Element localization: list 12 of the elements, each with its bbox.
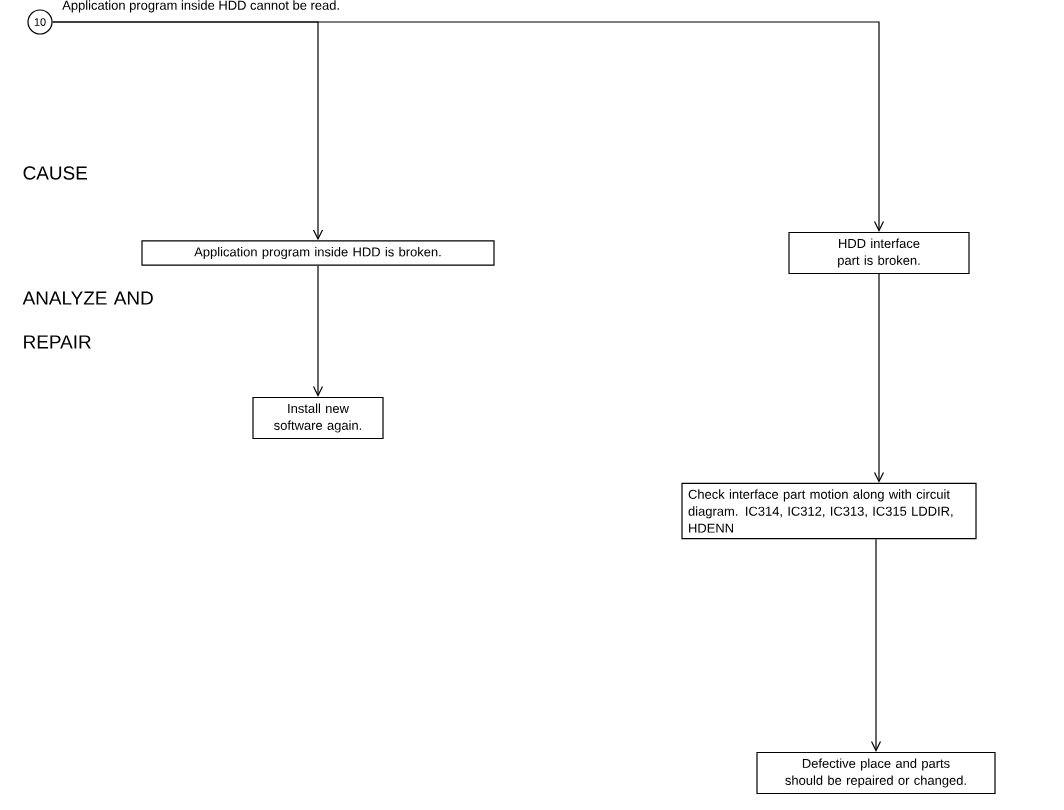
process-box: Install new software again.	[252, 396, 384, 440]
arrow	[52, 21, 885, 232]
process-box: Check interface part motion along with circuit diagram. IC314, IC312, IC313, IC315 LDDIR, HDENN	[681, 482, 977, 540]
process-box: Defective place and parts should be repaired or changed.	[756, 751, 996, 795]
arrow	[873, 273, 885, 483]
process-box: Application program inside HDD is broken.	[141, 240, 495, 266]
process-box: HDD interface part is broken.	[788, 231, 970, 275]
arrow	[870, 538, 882, 752]
heading-text: Application program inside HDD cannot be read.	[62, 0, 339, 13]
arrow	[312, 265, 324, 397]
section-label: CAUSE	[23, 166, 87, 180]
section-label: ANALYZE AND REPAIR	[22, 291, 153, 349]
